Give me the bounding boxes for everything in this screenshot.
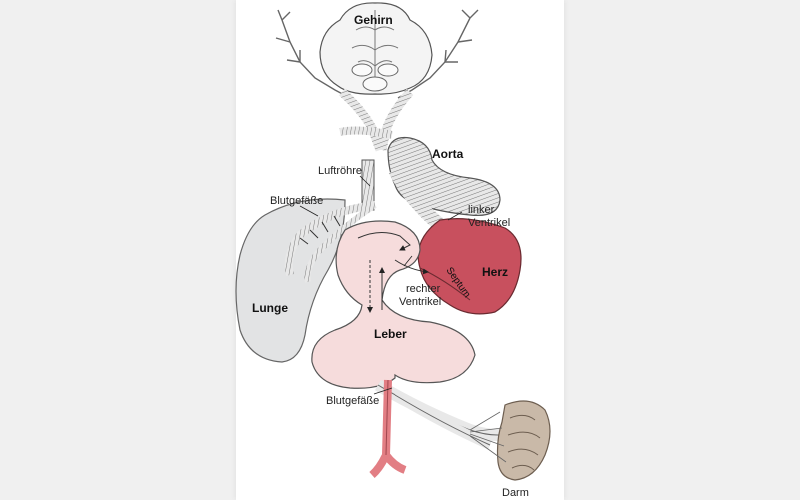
- liver-shape: [311, 220, 476, 389]
- label-linker-2: Ventrikel: [468, 217, 510, 229]
- label-gehirn: Gehirn: [354, 13, 393, 27]
- label-aorta: Aorta: [432, 147, 464, 161]
- label-luftroehre: Luftröhre: [318, 165, 362, 177]
- brain-shape: [319, 2, 433, 95]
- leader-lines: [299, 175, 463, 395]
- label-rechter-2: Ventrikel: [399, 296, 441, 308]
- pulmonary-vessels: [284, 201, 377, 283]
- label-rechter-1: rechter: [406, 283, 441, 295]
- vena-cava: [369, 379, 407, 479]
- head-vessels: [275, 9, 479, 99]
- lung-vessels-upper: [339, 126, 393, 139]
- label-linker-1: linker: [468, 204, 495, 216]
- intestine-shape: [469, 400, 551, 481]
- label-blutgefaesse-top: Blutgefäße: [270, 195, 323, 207]
- label-blutgefaesse-bottom: Blutgefäße: [326, 395, 379, 407]
- lung-shape: [235, 198, 346, 363]
- label-herz: Herz: [482, 265, 508, 279]
- label-darm: Darm: [502, 487, 529, 499]
- label-leber: Leber: [374, 327, 407, 341]
- label-lunge: Lunge: [252, 301, 288, 315]
